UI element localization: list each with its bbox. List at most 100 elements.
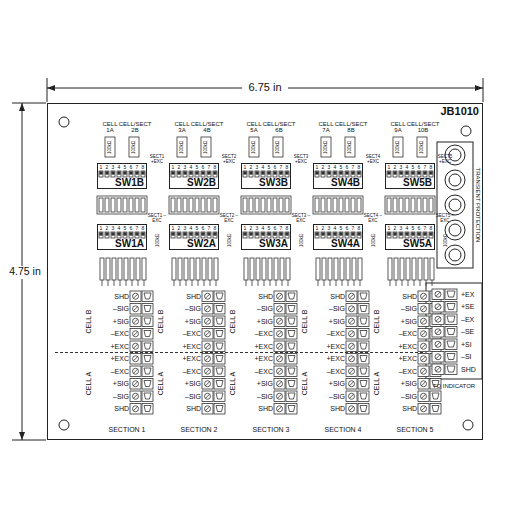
section-parts — [129, 137, 139, 157]
section-parts — [184, 172, 186, 174]
section-parts — [286, 341, 297, 352]
section-parts — [190, 258, 194, 280]
mounting-holes — [463, 420, 473, 430]
dimension-label: 4.75 in — [5, 266, 45, 279]
terminal-label: +EXC — [315, 340, 345, 353]
section-parts — [357, 198, 361, 212]
section-parts — [206, 394, 210, 398]
terminal-label: –EXC — [387, 365, 417, 378]
board-outline: SW1BSW2BSW3BSW4BSW5BSW1ASW2ASW3ASW4ASW5A… — [47, 103, 483, 440]
section-parts — [358, 391, 369, 402]
section-parts — [205, 318, 211, 324]
section-parts — [286, 172, 288, 174]
indicator-terminals — [436, 342, 440, 346]
section-parts — [349, 406, 355, 412]
section-parts — [315, 232, 319, 238]
section-parts — [346, 366, 357, 377]
dip-number: 7 — [278, 226, 284, 232]
terminal-label: –SIG — [315, 303, 345, 316]
section-parts — [393, 137, 403, 157]
section-parts — [105, 137, 115, 157]
dimension-lines — [483, 78, 484, 102]
section-parts — [432, 280, 433, 286]
terminal-label: SHD — [243, 403, 273, 416]
section-parts — [172, 233, 174, 235]
section-parts — [216, 356, 223, 362]
section-parts — [178, 233, 180, 235]
section-parts — [328, 233, 330, 235]
section-parts — [418, 391, 429, 402]
section-parts — [207, 232, 211, 238]
section-parts — [142, 304, 153, 315]
section-parts — [130, 391, 141, 402]
dip-number: 3 — [110, 165, 116, 171]
section-parts — [216, 343, 223, 349]
section-parts — [206, 369, 210, 373]
section-parts — [394, 172, 396, 174]
section-parts — [277, 381, 283, 387]
dip-number: 6 — [344, 165, 350, 171]
section-parts — [349, 331, 355, 337]
section-parts — [322, 258, 326, 280]
section-parts — [286, 304, 297, 315]
resistor-label: 100kΩ — [323, 138, 330, 157]
section-parts — [124, 233, 126, 235]
section-parts — [288, 381, 295, 387]
section-parts — [273, 232, 277, 238]
section-parts — [244, 258, 248, 280]
dip-number: 4 — [332, 165, 338, 171]
section-parts — [387, 232, 391, 238]
section-parts — [313, 137, 369, 414]
section-parts — [417, 171, 421, 177]
dimension-lines — [12, 440, 46, 441]
section-parts — [279, 232, 283, 238]
dip-switch: SW3A — [241, 224, 291, 250]
section-parts — [216, 381, 223, 387]
section-parts — [206, 344, 210, 348]
section-parts — [278, 319, 282, 323]
dip-switch: SW1B — [97, 163, 147, 189]
section-parts — [214, 354, 225, 365]
section-parts — [255, 198, 259, 212]
section-parts — [99, 232, 103, 238]
section-parts — [346, 391, 357, 402]
section-excitation-label: SECT4 +EXC — [363, 154, 383, 166]
section-parts — [360, 331, 367, 337]
section-parts — [350, 332, 354, 336]
dip-number: 5 — [266, 165, 272, 171]
section-parts — [321, 232, 325, 238]
switch-label: SW2B — [187, 177, 216, 188]
section-parts — [421, 343, 427, 349]
section-parts — [214, 304, 225, 315]
section-parts — [133, 393, 139, 399]
dip-number: 8 — [356, 165, 362, 171]
section-parts — [249, 171, 253, 177]
dip-number: 4 — [260, 165, 266, 171]
dip-number: 4 — [188, 226, 194, 232]
section-parts — [268, 172, 270, 174]
indicator-terminals — [435, 291, 441, 297]
dimension-lines — [12, 103, 46, 104]
section-parts — [421, 306, 427, 312]
section-parts — [196, 233, 198, 235]
dip-switch: SW1A — [97, 224, 147, 250]
section-parts — [169, 137, 225, 414]
section-parts — [422, 382, 426, 386]
dip-number: 1 — [170, 165, 176, 171]
section-parts — [130, 291, 141, 302]
terminal-label: SHD — [99, 403, 129, 416]
cell-label: CELL/SECT 8B — [335, 119, 367, 135]
section-parts — [321, 171, 325, 177]
dip-number: 7 — [206, 226, 212, 232]
section-parts — [196, 172, 198, 174]
section-parts — [207, 198, 211, 212]
section-parts — [414, 280, 415, 286]
terminal-label: –SIG — [99, 390, 129, 403]
section-excitation-label: SECT5 –EXC — [435, 213, 455, 225]
section-parts — [273, 171, 277, 177]
section-parts — [202, 291, 213, 302]
section-parts — [350, 319, 354, 323]
dip-number: 6 — [272, 165, 278, 171]
